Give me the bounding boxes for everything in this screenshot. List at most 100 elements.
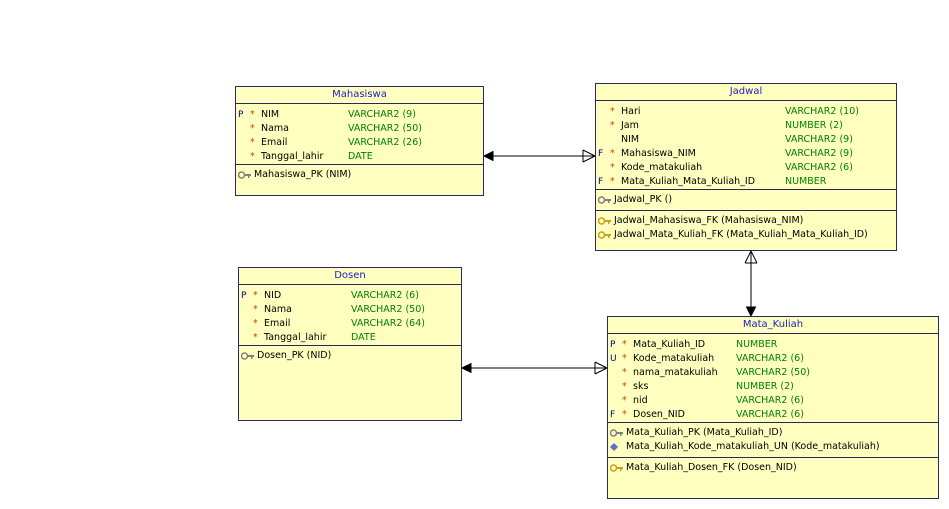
key-flag: P	[610, 340, 616, 350]
foreign-key-section: Mata_Kuliah_Dosen_FK (Dosen_NID)	[608, 457, 938, 478]
mandatory-star: *	[610, 162, 615, 173]
column-row[interactable]: F * Dosen_NID VARCHAR2 (6)	[608, 408, 938, 422]
column-type: VARCHAR2 (6)	[736, 353, 804, 364]
key-text: Jadwal_PK ()	[614, 194, 673, 205]
column-name: Mata_Kuliah_ID	[633, 339, 706, 350]
column-type: NUMBER (2)	[785, 120, 843, 131]
column-type: VARCHAR2 (50)	[736, 367, 810, 378]
key-flag: F	[598, 149, 604, 159]
relationship-jadwal-mata-kuliah[interactable]	[744, 250, 758, 318]
column-name: nama_matakuliah	[633, 367, 718, 378]
mandatory-star: *	[253, 318, 258, 329]
column-name: Kode_matakuliah	[633, 353, 715, 364]
column-type: VARCHAR2 (50)	[351, 304, 425, 315]
column-type: VARCHAR2 (64)	[351, 318, 425, 329]
column-type: DATE	[348, 151, 373, 162]
primary-key-section: Mahasiswa_PK (NIM)	[236, 164, 483, 185]
column-type: NUMBER (2)	[736, 381, 794, 392]
relationship-mata-kuliah-dosen[interactable]	[460, 361, 608, 375]
key-flag: F	[598, 177, 604, 187]
key-row[interactable]: Jadwal_PK ()	[596, 193, 896, 207]
column-name: Tanggal_lahir	[264, 332, 327, 343]
relationship-jadwal-mahasiswa[interactable]	[482, 149, 596, 163]
column-name: Dosen_NID	[633, 409, 685, 420]
column-name: Kode_matakuliah	[621, 162, 703, 173]
entity-title: Mata_Kuliah	[608, 317, 938, 334]
key-row[interactable]: Mata_Kuliah_Dosen_FK (Dosen_NID)	[608, 461, 938, 475]
mandatory-star: *	[610, 176, 615, 187]
mandatory-star: *	[250, 109, 255, 120]
mandatory-star: *	[253, 332, 258, 343]
column-name: Jam	[621, 120, 639, 131]
key-text: Mata_Kuliah_Kode_matakuliah_UN (Kode_mat…	[626, 441, 880, 452]
mandatory-star: *	[610, 106, 615, 117]
column-type: VARCHAR2 (10)	[785, 106, 859, 117]
key-flag: F	[610, 410, 616, 420]
key-row[interactable]: Jadwal_Mata_Kuliah_FK (Mata_Kuliah_Mata_…	[596, 228, 896, 242]
column-name: Nama	[264, 304, 293, 315]
column-row[interactable]: * Email VARCHAR2 (26)	[236, 136, 483, 150]
key-flag: P	[238, 110, 244, 120]
key-text: Jadwal_Mahasiswa_FK (Mahasiswa_NIM)	[614, 215, 804, 226]
key-row[interactable]: Jadwal_Mahasiswa_FK (Mahasiswa_NIM)	[596, 214, 896, 228]
key-row[interactable]: Mahasiswa_PK (NIM)	[236, 168, 483, 182]
column-row[interactable]: * Email VARCHAR2 (64)	[239, 317, 461, 331]
column-name: Mahasiswa_NIM	[621, 148, 696, 159]
key-text: Jadwal_Mata_Kuliah_FK (Mata_Kuliah_Mata_…	[614, 229, 868, 240]
key-text: Dosen_PK (NID)	[257, 350, 332, 361]
column-type: VARCHAR2 (6)	[736, 395, 804, 406]
key-flag: U	[610, 354, 617, 364]
column-name: nid	[633, 395, 648, 406]
column-row[interactable]: * Nama VARCHAR2 (50)	[239, 303, 461, 317]
column-name: Email	[264, 318, 291, 329]
mandatory-star: *	[253, 290, 258, 301]
column-type: VARCHAR2 (50)	[348, 123, 422, 134]
key-row[interactable]: Mata_Kuliah_Kode_matakuliah_UN (Kode_mat…	[608, 440, 938, 454]
primary-key-section: Dosen_PK (NID)	[239, 345, 461, 366]
mandatory-star: *	[622, 381, 627, 392]
entity-title: Jadwal	[596, 84, 896, 101]
key-text: Mata_Kuliah_Dosen_FK (Dosen_NID)	[626, 462, 797, 473]
mandatory-star: *	[622, 409, 627, 420]
primary-key-section: Jadwal_PK ()	[596, 189, 896, 210]
key-row[interactable]: Dosen_PK (NID)	[239, 349, 461, 363]
foreign-key-section: Jadwal_Mahasiswa_FK (Mahasiswa_NIM) Jadwa…	[596, 210, 896, 245]
mandatory-star: *	[622, 367, 627, 378]
entity-title: Dosen	[239, 268, 461, 285]
key-row[interactable]: Mata_Kuliah_PK (Mata_Kuliah_ID)	[608, 426, 938, 440]
mandatory-star: *	[610, 148, 615, 159]
column-name: Email	[261, 137, 288, 148]
column-name: Tanggal_lahir	[261, 151, 324, 162]
column-type: VARCHAR2 (6)	[351, 290, 419, 301]
mandatory-star: *	[253, 304, 258, 315]
column-type: VARCHAR2 (26)	[348, 137, 422, 148]
column-row[interactable]: * nama_matakuliah VARCHAR2 (50)	[608, 366, 938, 380]
primary-key-section: Mata_Kuliah_PK (Mata_Kuliah_ID)Mata_Kuli…	[608, 422, 938, 457]
column-name: NIM	[621, 134, 640, 145]
column-type: VARCHAR2 (6)	[736, 409, 804, 420]
mandatory-star: *	[250, 137, 255, 148]
key-text: Mahasiswa_PK (NIM)	[254, 169, 352, 180]
